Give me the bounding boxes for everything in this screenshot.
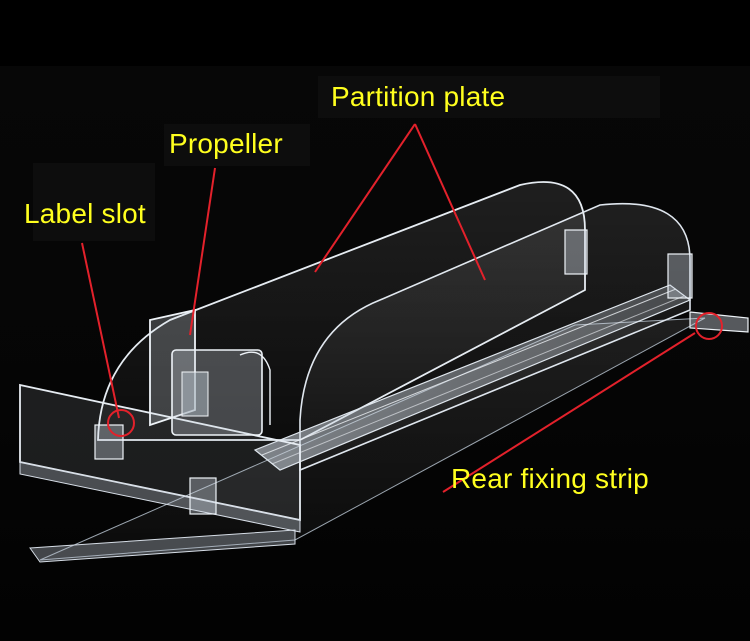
track-rail [253,284,692,471]
partition-label-box [318,76,660,118]
front-panel [19,383,301,533]
clips [94,229,693,515]
propeller [149,308,271,436]
propeller-callout: Propeller [169,128,283,159]
rear-fixing-strip-callout: Rear fixing strip [451,463,649,494]
partition-plate-front [97,181,586,441]
label-slot-callout: Label slot [24,198,146,229]
label-slot-box [33,163,155,241]
callout-lines [81,123,723,493]
top-background [0,0,750,66]
partition-plate-callout: Partition plate [331,81,506,112]
propeller-label-box [164,124,310,166]
rear-strip [689,311,749,333]
